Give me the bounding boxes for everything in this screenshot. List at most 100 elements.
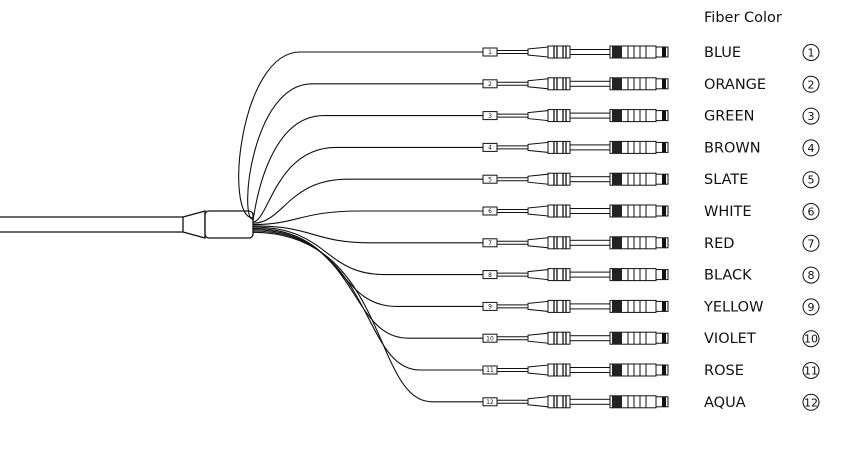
fiber-tag-number: 6	[488, 208, 492, 215]
fanout-body	[204, 210, 254, 239]
fiber-tag-number: 8	[488, 272, 492, 279]
connector-latch	[612, 364, 622, 376]
fiber-number: 12	[804, 396, 818, 409]
connector-latch	[612, 300, 622, 313]
connector-body	[547, 299, 571, 313]
connector-body	[547, 77, 571, 91]
connector-body	[547, 109, 571, 123]
fiber-number-circle	[802, 171, 820, 189]
connector-ferrule-tip	[662, 237, 666, 248]
fiber-5: 5	[252, 172, 669, 224]
fiber-number-circle	[802, 203, 820, 220]
fiber-tag-number: 4	[488, 145, 492, 152]
fiber-color-name: BROWN	[704, 140, 761, 156]
connector-neck	[569, 176, 611, 183]
fiber-color-name: VIOLET	[704, 331, 756, 347]
fiber-number: 2	[808, 78, 815, 91]
fiber-tag	[482, 301, 498, 311]
connector-neck	[569, 112, 611, 119]
fiber-leg	[252, 226, 483, 276]
fiber-tag-number: 2	[488, 81, 492, 88]
fiber-8: 8	[252, 226, 669, 282]
fiber-number-circle	[802, 298, 820, 316]
connector-boot	[527, 237, 549, 249]
fiber-number-circle	[802, 139, 820, 157]
connector-boot	[527, 46, 549, 58]
fiber-tag-number: 11	[486, 367, 494, 374]
connector-neck	[569, 335, 611, 342]
fiber-number: 11	[804, 365, 818, 378]
fiber-number: 4	[808, 142, 815, 155]
fiber-3: 3	[252, 109, 669, 222]
fiber-color-name: GREEN	[704, 109, 754, 125]
connector-neck	[569, 239, 611, 246]
fiber-number-circle	[802, 44, 820, 61]
fiber-tag	[482, 111, 498, 121]
connector-latch	[612, 46, 622, 58]
connector-ferrule-tip	[662, 78, 666, 89]
fiber-4: 4	[252, 140, 669, 223]
fiber-11: 11	[252, 230, 669, 377]
fiber-number: 1	[808, 47, 815, 60]
fiber-leg	[252, 178, 483, 224]
fiber-tag	[482, 174, 498, 184]
fiber-tag-number: 9	[488, 304, 492, 311]
legend-heading: Fiber Color	[704, 10, 782, 26]
connector-boot	[527, 332, 549, 344]
connector-ferrule-tip	[662, 47, 666, 57]
connector-ferrule-tip	[662, 301, 666, 312]
connector-boot	[527, 205, 549, 217]
connector-neck	[569, 271, 611, 278]
connector-latch	[612, 395, 622, 408]
fiber-tag	[482, 79, 498, 89]
fiber-leg	[252, 227, 483, 307]
fiber-leg	[252, 115, 483, 222]
fiber-number-circle	[802, 75, 820, 93]
legend-row-9: YELLOW 9	[703, 298, 820, 316]
connector-boot	[527, 269, 549, 281]
connector-body	[547, 363, 571, 377]
fiber-number: 9	[808, 301, 815, 314]
connector-latch	[612, 332, 622, 345]
connector-neck	[569, 49, 611, 55]
connector-ferrule-tip	[662, 142, 666, 153]
connector-ferrule-tip	[662, 174, 666, 185]
fiber-number-circle	[802, 107, 820, 125]
fiber-leg	[247, 83, 483, 220]
fiber-color-name: YELLOW	[703, 299, 763, 315]
fiber-leg	[252, 230, 483, 371]
connector-body	[547, 45, 571, 59]
fiber-number-circle	[802, 393, 820, 411]
legend-row-4: BROWN 4	[704, 139, 820, 157]
connector-latch	[612, 268, 622, 281]
fiber-number: 7	[808, 237, 815, 250]
fiber-12: 12	[252, 231, 669, 409]
connector-ferrule-tip	[662, 206, 666, 216]
fiber-leg	[252, 210, 483, 226]
fiber-number: 8	[808, 269, 815, 282]
fiber-number-circle	[802, 234, 820, 252]
fiber-number: 5	[808, 174, 815, 187]
fiber-leg	[252, 231, 483, 403]
fiber-10: 10	[252, 229, 669, 345]
fiber-color-name: BLUE	[704, 45, 741, 61]
connector-neck	[569, 144, 611, 151]
fiber-number: 6	[808, 206, 815, 219]
fiber-tag	[482, 365, 498, 375]
fiber-leg	[252, 146, 483, 223]
fiber-tag-number: 3	[488, 113, 492, 120]
connector-latch	[612, 109, 622, 122]
connector-neck	[569, 303, 611, 310]
connector-neck	[569, 208, 611, 214]
fiber-tag-number: 10	[486, 335, 494, 342]
connector-body	[547, 204, 571, 218]
fiber-color-name: ROSE	[704, 363, 744, 379]
fiber-tag	[482, 333, 498, 343]
